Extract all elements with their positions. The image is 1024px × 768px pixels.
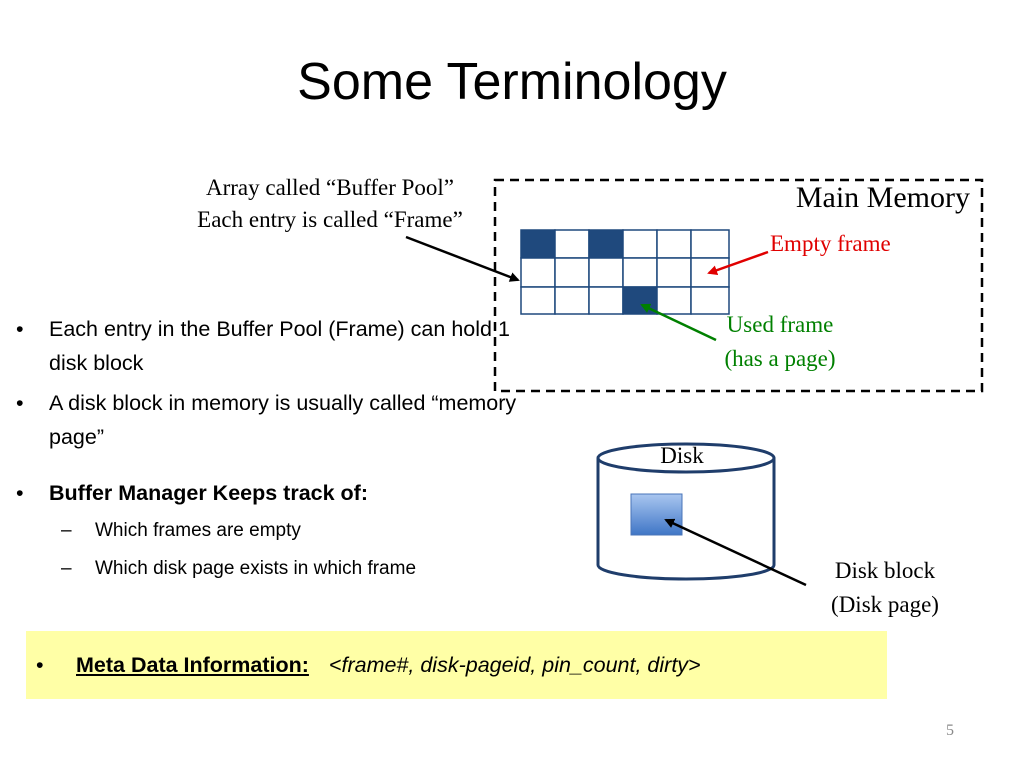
- disk-block-label-line-2: (Disk page): [831, 592, 939, 617]
- meta-data-key: Meta Data Information:: [76, 653, 309, 677]
- sub-bullet-empty-frames: Which frames are empty: [49, 512, 520, 550]
- used-frame-label-line-1: Used frame: [726, 312, 834, 337]
- buffer-pool-label-line-2: Each entry is called “Frame”: [197, 207, 463, 232]
- buffer-pool-label-line-1: Array called “Buffer Pool”: [205, 175, 454, 200]
- meta-data-box: • Meta Data Information: <frame#, disk-p…: [26, 631, 887, 699]
- used-frame-arrow: [640, 303, 717, 342]
- buffer-pool-arrow: [405, 235, 520, 282]
- meta-data-value: <frame#, disk-pageid, pin_count, dirty>: [328, 653, 701, 677]
- disk-block-square: [630, 493, 683, 536]
- main-memory-box: [493, 178, 984, 393]
- page-number: 5: [946, 722, 954, 739]
- buffer-pool-grid: [520, 229, 730, 315]
- used-frame-label: Used frame (has a page): [690, 308, 870, 376]
- disk-block-arrow: [664, 518, 807, 587]
- disk-block-label: Disk block (Disk page): [800, 554, 970, 622]
- sub-bullet-page-location: Which disk page exists in which frame: [49, 550, 520, 588]
- main-memory-label: Main Memory: [795, 181, 970, 214]
- meta-bullet: •: [36, 653, 44, 677]
- bullet-frame-capacity: Each entry in the Buffer Pool (Frame) ca…: [0, 312, 520, 380]
- buffer-manager-heading: Buffer Manager Keeps track of:: [49, 481, 368, 505]
- empty-frame-arrow: [707, 250, 769, 276]
- bullet-buffer-manager: Buffer Manager Keeps track of: Which fra…: [0, 476, 520, 588]
- disk-label: Disk: [660, 443, 704, 468]
- empty-frame-label: Empty frame: [770, 231, 891, 256]
- buffer-pool-label: Array called “Buffer Pool” Each entry is…: [150, 172, 510, 236]
- bullet-memory-page: A disk block in memory is usually called…: [0, 386, 520, 454]
- meta-data-row: • Meta Data Information: <frame#, disk-p…: [36, 650, 701, 680]
- sub-bullet-list: Which frames are empty Which disk page e…: [49, 512, 520, 588]
- disk-block-label-line-1: Disk block: [834, 558, 936, 583]
- bullet-list: Each entry in the Buffer Pool (Frame) ca…: [0, 312, 520, 588]
- slide-title: Some Terminology: [297, 53, 727, 111]
- used-frame-label-line-2: (has a page): [724, 346, 836, 371]
